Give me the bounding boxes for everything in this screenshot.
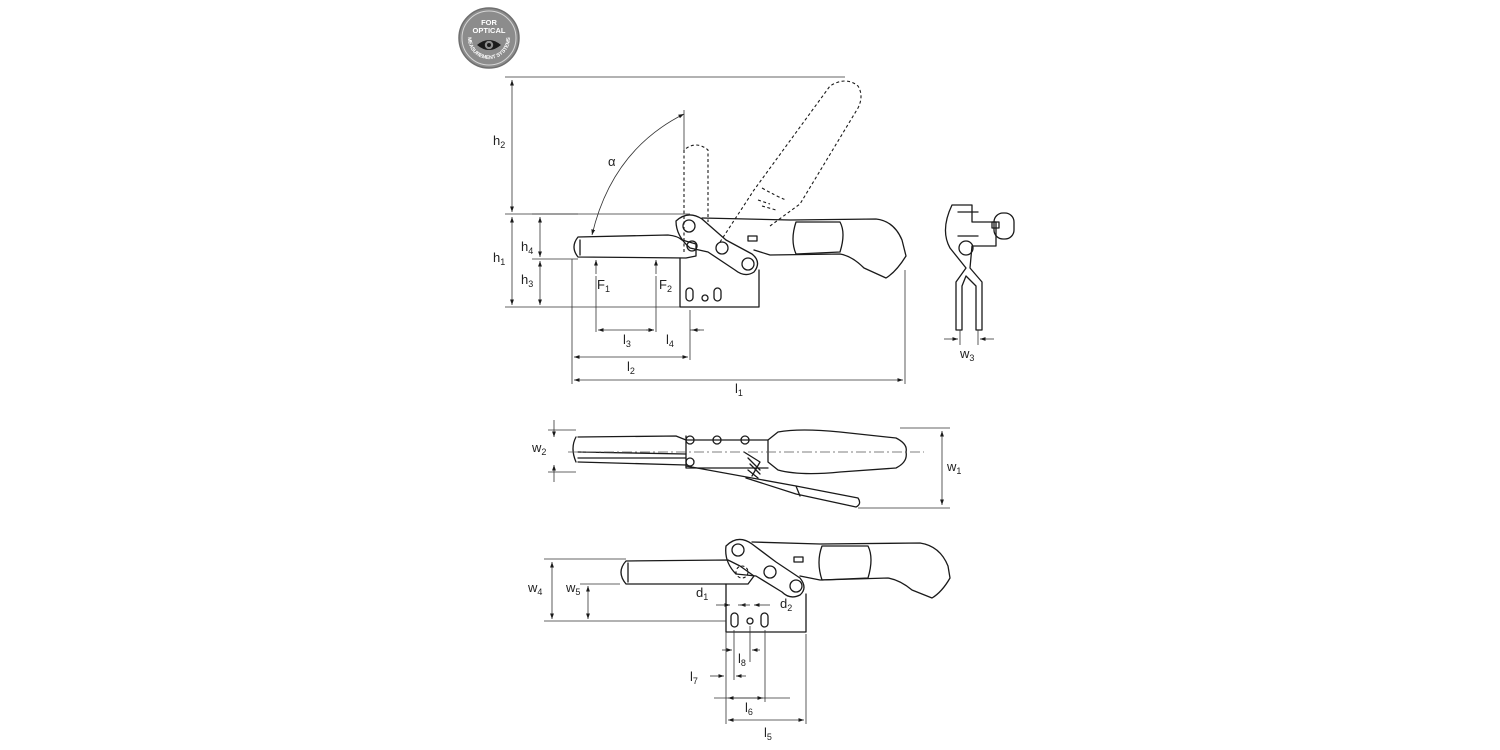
badge-line1: FOR (481, 18, 497, 27)
label-l5: l5 (764, 725, 772, 742)
optical-measurement-badge: FOR OPTICAL MEASUREMENT SYSTEMS (458, 7, 520, 69)
top-view-dimensions (548, 420, 950, 509)
label-d1: d1 (696, 585, 708, 602)
label-h4-base: h (521, 239, 528, 254)
label-l4-sub: 4 (669, 339, 674, 349)
label-w5-base: w (565, 580, 576, 595)
bottom-view-clamp (620, 538, 951, 633)
label-w4-base: w (527, 580, 538, 595)
eye-icon (477, 40, 501, 50)
label-w2: w2 (531, 440, 546, 457)
badge-line2: OPTICAL (473, 26, 506, 35)
label-l4: l4 (666, 332, 674, 349)
label-w2-sub: 2 (541, 447, 546, 457)
label-l8-sub: 8 (741, 658, 746, 668)
label-h3-sub: 3 (528, 279, 533, 289)
label-l6: l6 (745, 700, 753, 717)
top-view-clamp (568, 429, 924, 508)
label-l3: l3 (623, 332, 631, 349)
label-l7-sub: 7 (693, 676, 698, 686)
label-l2-base: l (627, 359, 630, 374)
bottom-view-dimensions (544, 558, 807, 724)
end-view-clamp (944, 204, 1015, 345)
label-l5-base: l (764, 725, 767, 740)
label-h1-base: h (493, 250, 500, 265)
label-h2-base: h (493, 133, 500, 148)
label-h4-sub: 4 (528, 246, 533, 256)
label-F1-base: F (597, 277, 605, 292)
label-d1-sub: 1 (703, 592, 708, 602)
label-l8: l8 (738, 651, 746, 668)
label-l7: l7 (690, 669, 698, 686)
label-l7-base: l (690, 669, 693, 684)
label-h1: h1 (493, 250, 505, 267)
label-d1-base: d (696, 585, 703, 600)
label-w1: w1 (946, 459, 961, 476)
label-l3-base: l (623, 332, 626, 347)
label-l5-sub: 5 (767, 732, 772, 742)
label-w2-base: w (531, 440, 542, 455)
side-view-clamp (573, 80, 907, 308)
label-w1-sub: 1 (956, 466, 961, 476)
label-d2-sub: 2 (787, 603, 792, 613)
dimension-labels: h2 h1 h4 h3 α F1 F2 l3 l4 l2 l1 w3 w2 w1… (493, 133, 974, 742)
label-w3-base: w (959, 346, 970, 361)
label-l8-base: l (738, 651, 741, 666)
label-l4-base: l (666, 332, 669, 347)
label-h2: h2 (493, 133, 505, 150)
label-w1-base: w (946, 459, 957, 474)
label-h3: h3 (521, 272, 533, 289)
label-h1-sub: 1 (500, 257, 505, 267)
label-w5: w5 (565, 580, 580, 597)
label-l6-sub: 6 (748, 707, 753, 717)
label-w3: w3 (959, 346, 974, 363)
label-h4: h4 (521, 239, 533, 256)
label-d2-base: d (780, 596, 787, 611)
label-F2-base: F (659, 277, 667, 292)
label-F2-sub: 2 (667, 284, 672, 294)
label-l1-sub: 1 (738, 388, 743, 398)
label-l2-sub: 2 (630, 366, 635, 376)
label-h2-sub: 2 (500, 140, 505, 150)
label-l6-base: l (745, 700, 748, 715)
label-l2: l2 (627, 359, 635, 376)
label-w3-sub: 3 (969, 353, 974, 363)
label-alpha: α (608, 154, 616, 169)
label-d2: d2 (780, 596, 792, 613)
label-F2: F2 (659, 277, 672, 294)
label-l3-sub: 3 (626, 339, 631, 349)
label-w4-sub: 4 (537, 587, 542, 597)
label-w4: w4 (527, 580, 542, 597)
label-F1: F1 (597, 277, 610, 294)
label-F1-sub: 1 (605, 284, 610, 294)
label-h3-base: h (521, 272, 528, 287)
side-view-dimensions (505, 76, 906, 384)
label-w5-sub: 5 (575, 587, 580, 597)
label-l1: l1 (735, 381, 743, 398)
label-l1-base: l (735, 381, 738, 396)
